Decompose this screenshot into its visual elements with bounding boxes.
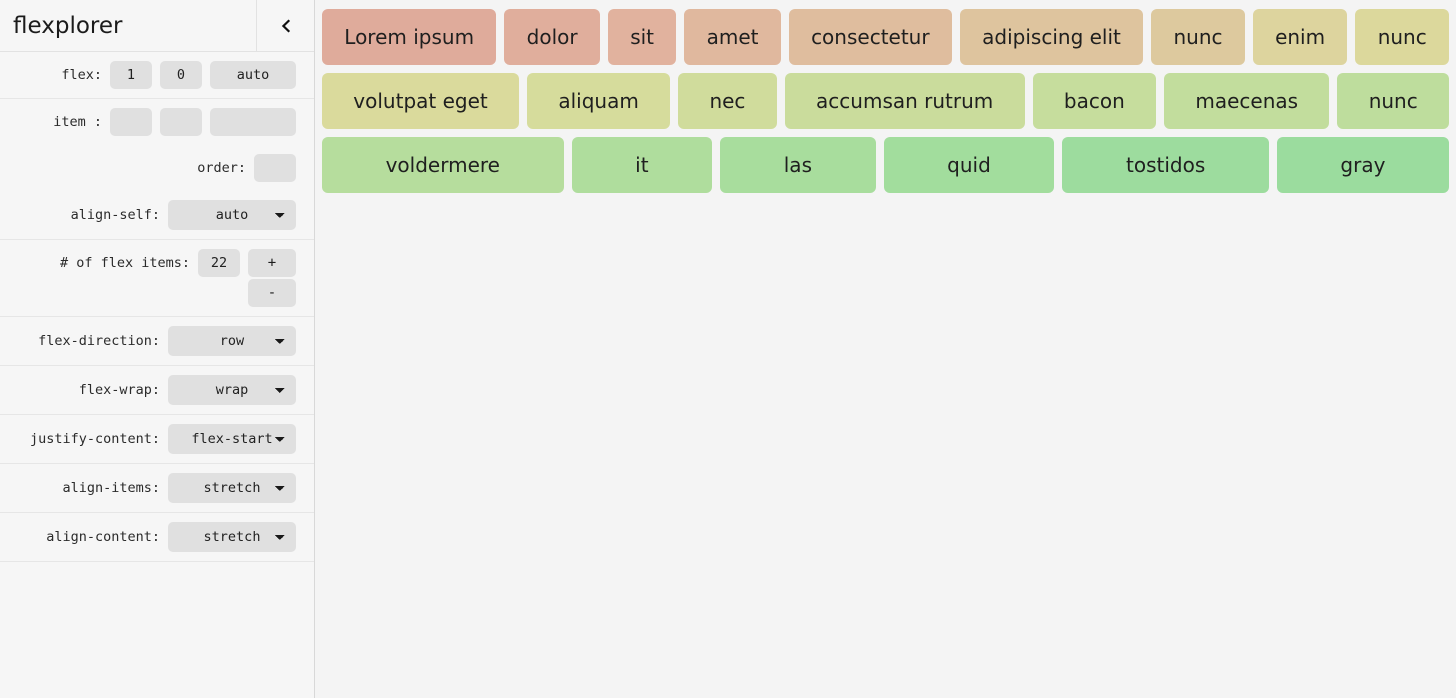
item-flex-row: item : xyxy=(0,99,314,145)
item-shrink-input[interactable] xyxy=(160,108,202,136)
chevron-left-icon xyxy=(280,18,292,33)
order-input[interactable] xyxy=(254,154,296,182)
flex-item[interactable]: Lorem ipsum xyxy=(322,9,497,65)
align-items-select[interactable]: stretchflex-startflex-endcenterbaseline xyxy=(168,473,296,503)
flex-direction-row: flex-direction: rowrow-reversecolumncolu… xyxy=(0,317,314,365)
flex-item[interactable]: sit xyxy=(607,9,677,65)
flex-item[interactable]: nunc xyxy=(1355,9,1450,65)
align-content-row: align-content: stretchflex-startflex-end… xyxy=(0,513,314,561)
justify-content-row: justify-content: flex-startflex-endcente… xyxy=(0,415,314,463)
flex-wrap-select[interactable]: nowrapwrapwrap-reverse xyxy=(168,375,296,405)
flex-item[interactable]: gray xyxy=(1276,137,1450,193)
justify-content-select[interactable]: flex-startflex-endcenterspace-betweenspa… xyxy=(168,424,296,454)
item-align-self-row: align-self: autoflex-startflex-endcenter… xyxy=(0,191,314,239)
flex-direction-select[interactable]: rowrow-reversecolumncolumn-reverse xyxy=(168,326,296,356)
align-content-select[interactable]: stretchflex-startflex-endcenterspace-bet… xyxy=(168,522,296,552)
flex-item[interactable]: nec xyxy=(678,73,777,129)
flex-wrap-row: flex-wrap: nowrapwrapwrap-reverse xyxy=(0,366,314,414)
flex-item-count-input[interactable] xyxy=(198,249,240,277)
flex-item[interactable]: amet xyxy=(684,9,781,65)
section-flex: flex: xyxy=(0,52,314,99)
flex-grow-input[interactable] xyxy=(110,61,152,89)
flex-item-count-row: # of flex items: + - xyxy=(0,240,314,316)
section-flex-wrap: flex-wrap: nowrapwrapwrap-reverse xyxy=(0,366,314,415)
increment-button[interactable]: + xyxy=(248,249,296,277)
flex-wrap-label: flex-wrap: xyxy=(78,382,160,398)
flex-item[interactable]: dolor xyxy=(504,9,600,65)
flex-item-count-label: # of flex items: xyxy=(59,255,190,271)
order-label: order: xyxy=(197,160,246,176)
align-self-select[interactable]: autoflex-startflex-endcenterbaselinestre… xyxy=(168,200,296,230)
align-items-label: align-items: xyxy=(62,480,160,496)
section-item-count: # of flex items: + - xyxy=(0,240,314,317)
section-align-items: align-items: stretchflex-startflex-endce… xyxy=(0,464,314,513)
sidebar-collapse-button[interactable] xyxy=(256,0,314,52)
flex-item[interactable]: accumsan rutrum xyxy=(784,73,1025,129)
justify-content-label: justify-content: xyxy=(29,431,160,447)
flex-item[interactable]: nunc xyxy=(1337,73,1450,129)
align-items-row: align-items: stretchflex-startflex-endce… xyxy=(0,464,314,512)
flex-item[interactable]: tostidos xyxy=(1062,137,1269,193)
flex-item[interactable]: adipiscing elit xyxy=(959,9,1144,65)
align-self-label: align-self: xyxy=(70,207,160,223)
flex-item-count-steppers: + - xyxy=(248,249,296,307)
flex-label: flex: xyxy=(61,67,102,83)
item-order-row: order: xyxy=(0,145,314,191)
section-flex-direction: flex-direction: rowrow-reversecolumncolu… xyxy=(0,317,314,366)
item-label: item : xyxy=(53,114,102,130)
item-basis-input[interactable] xyxy=(210,108,296,136)
flex-item[interactable]: maecenas xyxy=(1164,73,1330,129)
flex-basis-input[interactable] xyxy=(210,61,296,89)
section-align-content: align-content: stretchflex-startflex-end… xyxy=(0,513,314,562)
sidebar-header: flexplorer xyxy=(0,0,314,52)
app-title: flexplorer xyxy=(13,12,123,39)
flex-direction-label: flex-direction: xyxy=(38,333,160,349)
flex-item[interactable]: voldermere xyxy=(322,137,564,193)
flex-item[interactable]: consectetur xyxy=(788,9,952,65)
flex-item[interactable]: nunc xyxy=(1151,9,1245,65)
flex-item[interactable]: it xyxy=(571,137,713,193)
flex-item[interactable]: enim xyxy=(1252,9,1348,65)
flex-shorthand-row: flex: xyxy=(0,52,314,98)
item-grow-input[interactable] xyxy=(110,108,152,136)
flex-item[interactable]: bacon xyxy=(1032,73,1157,129)
section-item: item : order: align-self: autoflex-start… xyxy=(0,99,314,240)
flex-item[interactable]: volutpat eget xyxy=(322,73,520,129)
sidebar: flexplorer flex: item : xyxy=(0,0,315,698)
flex-shrink-input[interactable] xyxy=(160,61,202,89)
section-justify-content: justify-content: flex-startflex-endcente… xyxy=(0,415,314,464)
flex-item[interactable]: las xyxy=(720,137,876,193)
decrement-button[interactable]: - xyxy=(248,279,296,307)
flex-item[interactable]: aliquam xyxy=(527,73,671,129)
flex-item[interactable]: quid xyxy=(883,137,1055,193)
align-content-label: align-content: xyxy=(46,529,160,545)
